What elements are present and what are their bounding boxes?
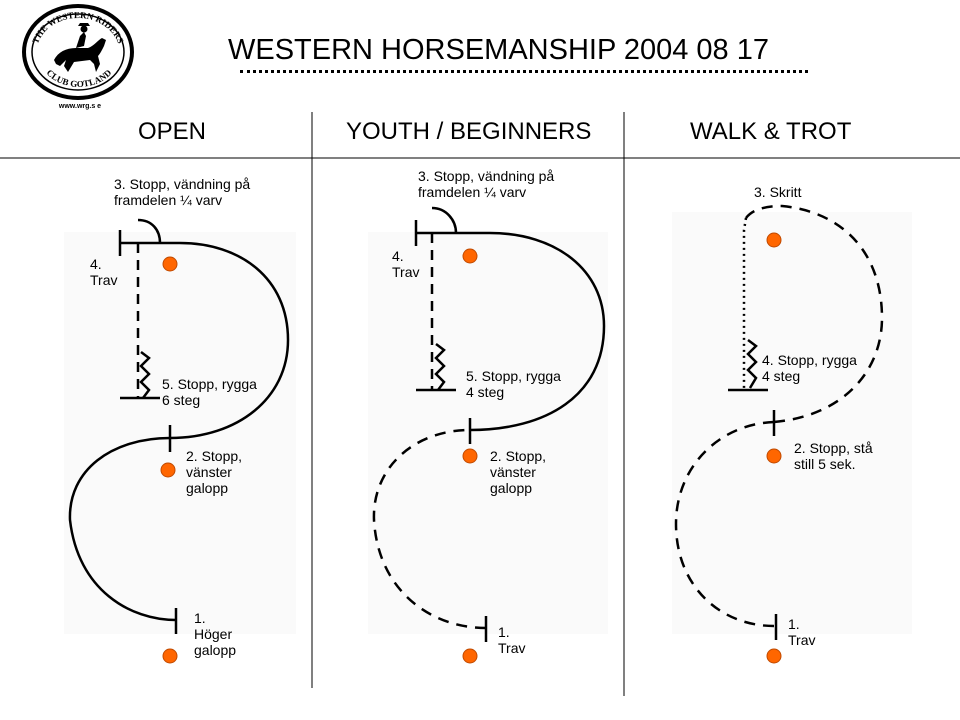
walk-label-3: 3. Skritt	[754, 184, 802, 200]
open-label-4: 4. Trav	[90, 256, 118, 289]
youth-label-1: 1. Trav	[498, 624, 526, 657]
open-label-1: 1. Höger galopp	[194, 610, 237, 659]
horse-rider-icon	[54, 23, 106, 72]
open-cone-bottom	[162, 648, 178, 664]
open-label-3: 3. Stopp, vändning på framdelen ¼ varv	[114, 176, 251, 209]
open-lower-loop	[68, 436, 177, 622]
youth-upper-loop	[416, 231, 606, 432]
walk-label-2: 2. Stopp, stå still 5 sek.	[794, 440, 873, 473]
pattern-open	[68, 218, 290, 634]
heading-youth-beginners: YOUTH / BEGINNERS	[346, 118, 592, 145]
open-label-5: 5. Stopp, rygga 6 steg	[162, 376, 257, 409]
walk-cone-middle	[766, 448, 782, 464]
youth-label-4: 4. Trav	[392, 248, 420, 281]
open-backup-zigzag	[139, 351, 151, 399]
youth-cone-top	[462, 248, 478, 264]
open-cone-middle	[160, 462, 176, 478]
open-cone-top	[162, 256, 178, 272]
youth-cone-middle	[462, 448, 478, 464]
heading-walk-trot: WALK & TROT	[690, 118, 852, 145]
panel-walk-bg	[672, 212, 912, 634]
youth-backup-zigzag	[434, 343, 446, 391]
walk-backup-zigzag	[746, 339, 758, 389]
walk-cone-top	[766, 232, 782, 248]
panel-open-bg	[64, 232, 296, 634]
walk-label-1: 1. Trav	[788, 616, 816, 649]
open-label-2: 2. Stopp, vänster galopp	[186, 448, 243, 497]
youth-cone-bottom	[462, 648, 478, 664]
open-upper-loop	[120, 241, 290, 440]
page-title: WESTERN HORSEMANSHIP 2004 08 17	[228, 34, 769, 66]
heading-open: OPEN	[138, 118, 207, 145]
youth-lower-loop	[372, 428, 487, 630]
walk-upper-loop	[745, 204, 884, 424]
pattern-youth	[372, 206, 606, 642]
club-logo: THE WESTERN RIDERS CLUB GOTLAND www.wrg.…	[22, 4, 134, 110]
walk-label-4: 4. Stopp, rygga 4 steg	[762, 352, 857, 385]
youth-turn-arc	[431, 206, 458, 234]
panel-youth-bg	[368, 232, 608, 634]
youth-label-5: 5. Stopp, rygga 4 steg	[466, 368, 561, 401]
title-underline	[240, 70, 808, 73]
walk-cone-bottom	[766, 648, 782, 664]
youth-label-3: 3. Stopp, vändning på framdelen ¼ varv	[418, 168, 555, 201]
walk-lower-loop	[674, 420, 775, 628]
youth-label-2: 2. Stopp, vänster galopp	[490, 448, 547, 497]
walk-walk-line	[742, 217, 748, 390]
logo-url: www.wrg.s e	[58, 103, 101, 110]
pattern-walk-trot	[674, 204, 884, 640]
open-turn-arc	[137, 218, 162, 244]
